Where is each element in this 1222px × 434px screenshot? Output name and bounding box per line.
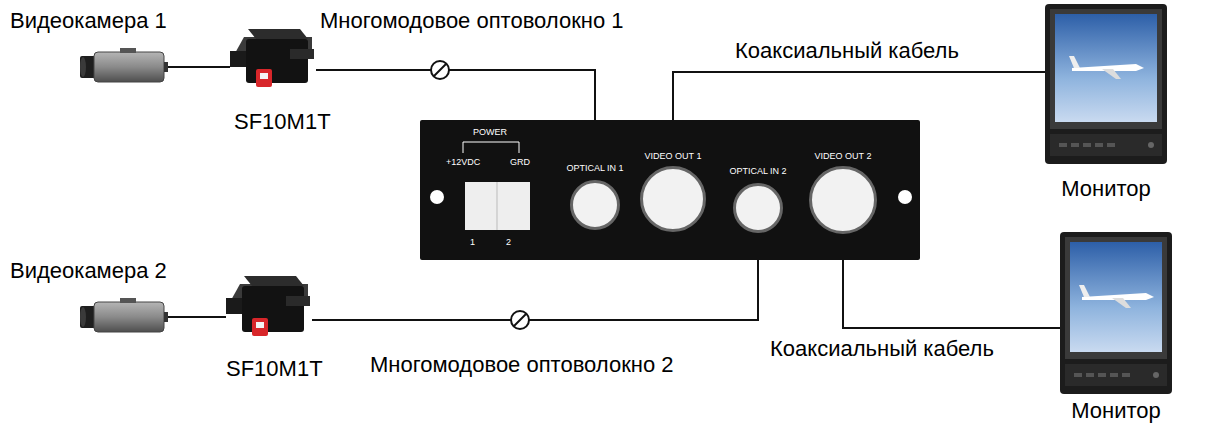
monitor-screen [1070,242,1162,352]
camera-plug [164,312,168,322]
monitor-illustration [1045,4,1167,164]
device-label: Монитор [1061,176,1151,201]
panel-marking: VIDEO OUT 2 [815,151,872,161]
video-camera: Видеокамера 1 [80,48,168,86]
panel-marking: OPTICAL IN 2 [729,166,786,176]
control-button [1098,373,1106,377]
plane-wing [1112,298,1131,308]
video-camera: Видеокамера 2 [80,298,168,336]
panel-marking: OPTICAL IN 1 [566,163,623,173]
monitor-bezel [1065,237,1167,359]
device-label: SF10M1T [226,356,323,381]
power-terminal [465,182,530,230]
camera-illustration [80,298,168,336]
control-button [1107,143,1115,147]
switch-mark [256,322,264,328]
panel-marking: +12VDC [446,157,480,167]
panel-connector: OPTICAL IN 2 [733,183,783,233]
control-button [1122,373,1130,377]
cable-line [168,66,230,68]
monitor-illustration [1060,232,1172,394]
transmitter-port [286,296,310,306]
transmitter-ear [230,51,246,67]
camera-illustration [80,48,168,86]
plane-wing [1102,69,1121,79]
video-monitor: Монитор [1045,4,1167,164]
transmitter-switch [252,318,268,336]
cable-label: Коаксиальный кабель [735,38,959,63]
fiber-slash [514,314,526,326]
switch-mark [260,73,268,79]
fiber-symbol [511,311,529,329]
panel-marking: GRD [510,157,530,167]
cable-label: Многомодовое оптоволокно 2 [370,352,674,377]
camera-mount [120,298,136,303]
cable-label: Коаксиальный кабель [770,336,994,361]
camera-plug [164,62,168,72]
control-button [1074,373,1082,377]
camera-body [94,52,164,82]
control-button [1086,373,1094,377]
panel-marking: VIDEO OUT 1 [645,151,702,161]
panel-marking: 1 [470,237,475,247]
control-button [1083,143,1091,147]
device-label: Монитор [1071,398,1161,423]
cable-label: Многомодовое оптоволокно 1 [320,8,624,33]
cable-line [168,316,226,318]
plane-tail [1079,285,1090,297]
plane-tail [1069,56,1080,68]
monitor-housing [1060,232,1172,394]
panel-connector: OPTICAL IN 1 [570,180,620,230]
fiber-slash [434,64,446,76]
video-monitor: Монитор [1060,232,1172,394]
control-strip [1065,364,1167,386]
optical-transmitter: SF10M1T [226,272,312,344]
control-button [1071,143,1079,147]
monitor-bezel [1050,9,1162,129]
lens-glass [80,57,86,77]
camera-mount [120,48,136,53]
control-button [1095,143,1103,147]
monitor-screen [1055,14,1157,122]
transmitter-body [242,286,304,332]
optical-transmitter: SF10M1T [230,25,316,95]
transmitter-port [290,49,314,59]
panel-marking: POWER [473,127,507,137]
panel-connector: VIDEO OUT 1 [640,166,706,232]
transmitter-illustration [226,272,312,344]
transmitter-body [246,39,308,83]
control-strip [1050,134,1162,156]
transmitter-illustration [230,25,316,95]
transmitter-top [248,29,308,39]
camera-body [94,302,164,332]
power-button [1148,142,1154,148]
mounting-hole [430,190,444,204]
device-label: Видеокамера 2 [10,258,167,283]
mounting-hole [898,190,912,204]
terminal-divider [497,182,498,230]
fiber-ring [511,311,529,329]
transmitter-ear [226,298,242,314]
transmitter-top [244,276,304,286]
panel-connector: VIDEO OUT 2 [809,166,877,234]
power-button [1153,372,1159,378]
transmitter-switch [256,69,272,87]
fiber-ring [431,61,449,79]
lens-glass [80,307,86,327]
panel-marking: 2 [506,237,511,247]
fiber-symbol [431,61,449,79]
monitor-housing [1045,4,1167,164]
device-label: SF10M1T [234,109,331,134]
control-button [1059,143,1067,147]
device-label: Видеокамера 1 [10,8,167,33]
power-bracket [463,142,519,153]
control-button [1110,373,1118,377]
receiver-panel: POWER +12VDC GRD 1 2 OPTICAL IN 1 VIDEO OUT 1 O… [420,120,920,260]
